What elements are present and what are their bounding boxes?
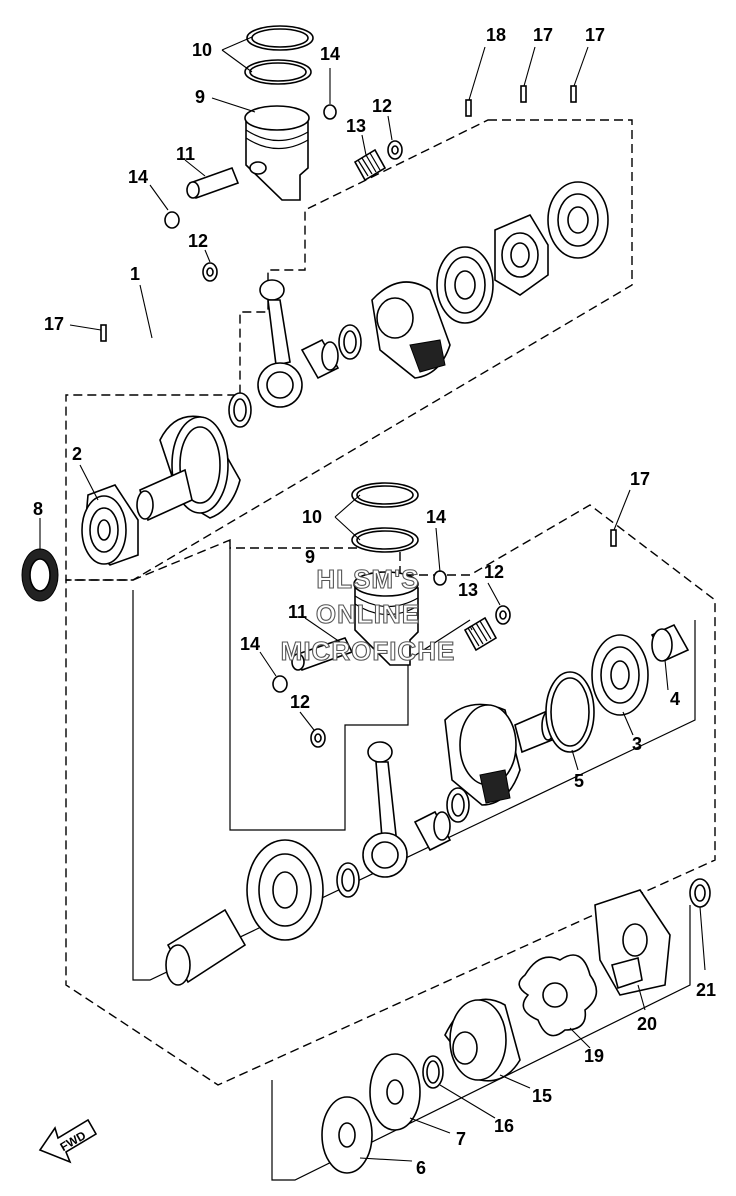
washer-upper-left — [202, 262, 218, 282]
fwd-arrow-icon: FWD — [38, 1118, 98, 1164]
part-label: 9 — [195, 87, 205, 107]
part-label: 4 — [670, 689, 680, 709]
bearing-upper-2 — [547, 181, 609, 259]
crank-web-lower-left — [246, 839, 324, 941]
washer-crank-upper-2 — [228, 392, 252, 428]
crankshaft-assembly-boundary-upper — [65, 119, 633, 581]
part-label: 17 — [630, 469, 650, 489]
washer-upper-right — [387, 140, 403, 160]
bearing-3 — [591, 634, 649, 716]
part-label: 10 — [192, 40, 212, 60]
needle-bearing-upper — [353, 148, 387, 182]
watermark-line-3: MICROFICHE — [281, 636, 456, 666]
part-label: 8 — [33, 499, 43, 519]
part-label: 21 — [696, 980, 716, 1000]
part-label: 12 — [484, 562, 504, 582]
bushing-upper — [300, 338, 340, 380]
part-label: 10 — [302, 507, 322, 527]
bushing-lower — [413, 810, 452, 852]
washer-lower-left — [310, 728, 326, 748]
circlip-lower-left — [272, 675, 288, 693]
part-label: 20 — [637, 1014, 657, 1034]
part-label: 14 — [240, 634, 260, 654]
needle-bearing-lower — [463, 616, 498, 652]
dowel-pin-17-left — [100, 324, 107, 342]
connecting-rod-lower — [362, 741, 408, 878]
oil-seal-8 — [21, 548, 59, 602]
bearing-left-2 — [81, 484, 139, 566]
circlip-upper-left — [164, 211, 180, 229]
part-label: 18 — [486, 25, 506, 45]
crank-group-boundary-bottom — [271, 905, 691, 1181]
connecting-rod-upper — [257, 279, 303, 408]
part-label: 17 — [585, 25, 605, 45]
leader-lines — [39, 36, 706, 1162]
part-label: 14 — [320, 44, 340, 64]
part-label: 15 — [532, 1086, 552, 1106]
part-label: 13 — [346, 116, 366, 136]
plate-6 — [321, 1096, 373, 1174]
piston-pin-upper — [186, 166, 240, 200]
washer-crank-lower — [446, 787, 470, 823]
dowel-pin-17-upper-1 — [465, 99, 472, 117]
circlip-lower-right — [433, 570, 447, 586]
piston-lower — [353, 571, 419, 666]
circlip-5 — [545, 671, 595, 753]
washer-lower-right — [495, 605, 511, 625]
part-label: 12 — [290, 692, 310, 712]
part-label: 3 — [632, 734, 642, 754]
washer-crank-upper — [338, 324, 362, 360]
part-label: 6 — [416, 1158, 426, 1178]
crank-web-upper-left — [136, 415, 241, 522]
part-label: 2 — [72, 444, 82, 464]
watermark-line-2: ONLINE — [316, 599, 420, 629]
part-label: 19 — [584, 1046, 604, 1066]
piston-ring-upper-2 — [244, 59, 312, 85]
part-label: 17 — [44, 314, 64, 334]
part-label: 16 — [494, 1116, 514, 1136]
crank-web-lower-right — [444, 703, 555, 806]
watermark-line-1: HLSM'S — [316, 564, 419, 594]
part-label: 14 — [426, 507, 446, 527]
circlip-upper-right — [323, 104, 337, 120]
piston-upper — [244, 105, 310, 201]
part-label: 11 — [288, 602, 307, 622]
crank-shaft-end — [165, 908, 247, 986]
dowel-pin-17-lower — [610, 529, 617, 547]
damper-19 — [518, 954, 598, 1037]
bearing-holder-upper — [494, 213, 549, 296]
part-labels: 10 14 9 12 13 11 14 12 1 17 18 17 17 2 8… — [33, 25, 716, 1178]
piston-ring-upper-1 — [246, 25, 314, 51]
part-label: 17 — [533, 25, 553, 45]
washer-16 — [422, 1055, 444, 1089]
part-label: 5 — [574, 771, 584, 791]
part-label: 9 — [305, 547, 315, 567]
crankshaft-assembly-boundary-lower — [65, 504, 716, 1086]
washer-crank-lower-2 — [336, 862, 360, 898]
piston-pin-lower — [291, 637, 354, 672]
coupling-20 — [594, 889, 671, 996]
plate-7 — [369, 1053, 421, 1131]
piston-ring-lower-1 — [351, 482, 419, 508]
part-label: 11 — [176, 144, 195, 164]
washer-21 — [689, 878, 711, 908]
piston-ring-lower-2 — [351, 527, 419, 553]
part-label: 12 — [188, 231, 208, 251]
dowel-pin-18 — [520, 85, 527, 103]
part-label: 13 — [458, 580, 478, 600]
bearing-upper-1 — [436, 246, 494, 324]
coupling-15 — [444, 998, 521, 1082]
part-label: 7 — [456, 1129, 466, 1149]
watermark: HLSM'S ONLINE MICROFICHE — [280, 563, 456, 666]
crank-web-upper-right — [371, 281, 451, 379]
part-label: 12 — [372, 96, 392, 116]
part-label: 14 — [128, 167, 148, 187]
dowel-pin-17-upper-2 — [570, 85, 577, 103]
part-label: 1 — [130, 264, 140, 284]
bushing-4 — [650, 623, 690, 662]
